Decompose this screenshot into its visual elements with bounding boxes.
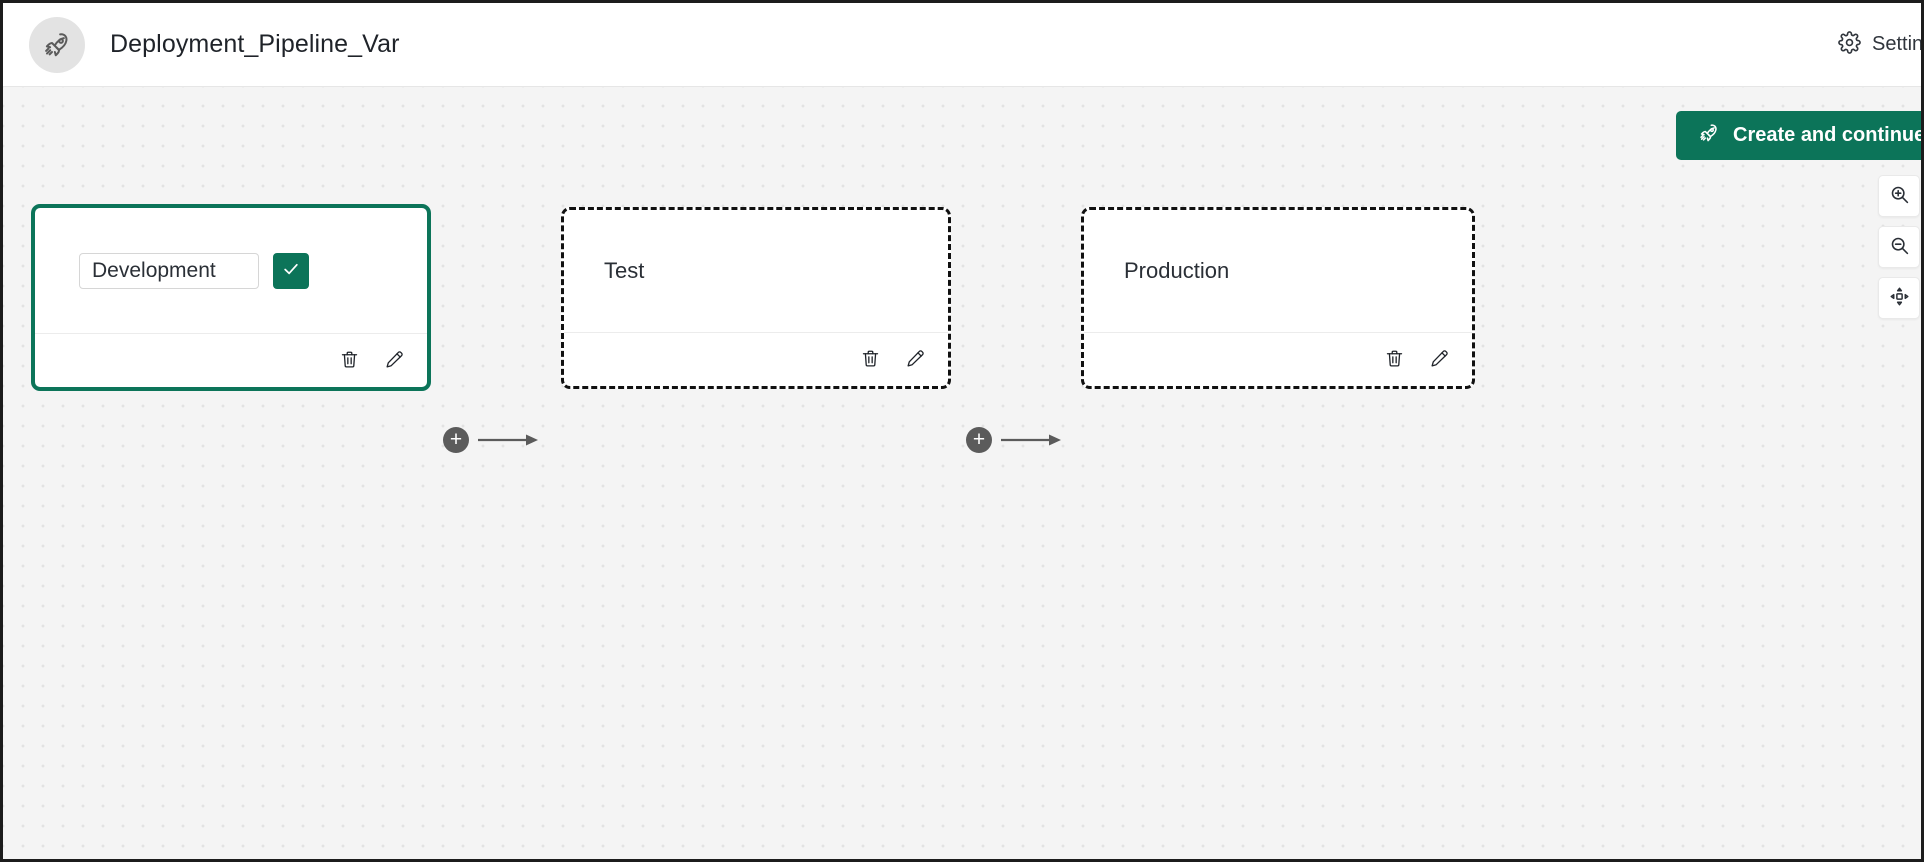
canvas-zoom-controls — [1878, 175, 1920, 319]
node-title: Production — [1124, 258, 1230, 283]
arrow-icon — [478, 434, 538, 446]
node-footer — [564, 332, 948, 386]
gear-icon — [1838, 30, 1861, 59]
pencil-icon — [1429, 348, 1450, 372]
edit-node-button[interactable] — [384, 349, 405, 373]
fit-view-icon — [1889, 286, 1910, 310]
create-and-continue-label: Create and continue — [1733, 124, 1921, 146]
connector-development-to-test: + — [443, 427, 540, 453]
node-body: Test — [564, 210, 948, 332]
app-header: Deployment_Pipeline_Var Settings — [3, 3, 1921, 87]
pipeline-canvas[interactable]: Create and continue — [3, 87, 1921, 859]
node-title: Test — [604, 258, 645, 283]
delete-node-button[interactable] — [339, 349, 360, 373]
zoom-in-icon — [1889, 184, 1910, 208]
pipeline-node-production[interactable]: Production — [1081, 207, 1475, 389]
settings-label: Settings — [1872, 33, 1924, 55]
node-body — [35, 208, 427, 333]
node-footer — [35, 333, 427, 387]
zoom-in-button[interactable] — [1878, 175, 1920, 217]
delete-node-button[interactable] — [860, 348, 881, 372]
add-node-button[interactable]: + — [966, 427, 992, 453]
rocket-icon — [29, 16, 85, 73]
node-body: Production — [1084, 210, 1472, 332]
settings-button[interactable]: Settings — [1838, 30, 1924, 59]
edit-node-button[interactable] — [1429, 348, 1450, 372]
connector-test-to-production: + — [966, 427, 1063, 453]
node-name-edit-row — [79, 252, 309, 289]
zoom-out-button[interactable] — [1878, 226, 1920, 268]
rocket-icon — [1698, 122, 1720, 150]
confirm-node-name-button[interactable] — [273, 252, 309, 289]
pipeline-node-test[interactable]: Test — [561, 207, 951, 389]
node-name-input[interactable] — [79, 252, 259, 289]
pencil-icon — [905, 348, 926, 372]
page-title: Deployment_Pipeline_Var — [110, 30, 400, 58]
node-footer — [1084, 332, 1472, 386]
create-and-continue-button[interactable]: Create and continue — [1676, 111, 1921, 160]
check-icon — [281, 259, 301, 282]
add-node-button[interactable]: + — [443, 427, 469, 453]
edit-node-button[interactable] — [905, 348, 926, 372]
fit-view-button[interactable] — [1878, 277, 1920, 319]
pencil-icon — [384, 349, 405, 373]
trash-icon — [1384, 348, 1405, 372]
trash-icon — [860, 348, 881, 372]
pipeline-node-development[interactable] — [31, 204, 431, 391]
arrow-icon — [1001, 434, 1061, 446]
delete-node-button[interactable] — [1384, 348, 1405, 372]
zoom-out-icon — [1889, 235, 1910, 259]
trash-icon — [339, 349, 360, 373]
